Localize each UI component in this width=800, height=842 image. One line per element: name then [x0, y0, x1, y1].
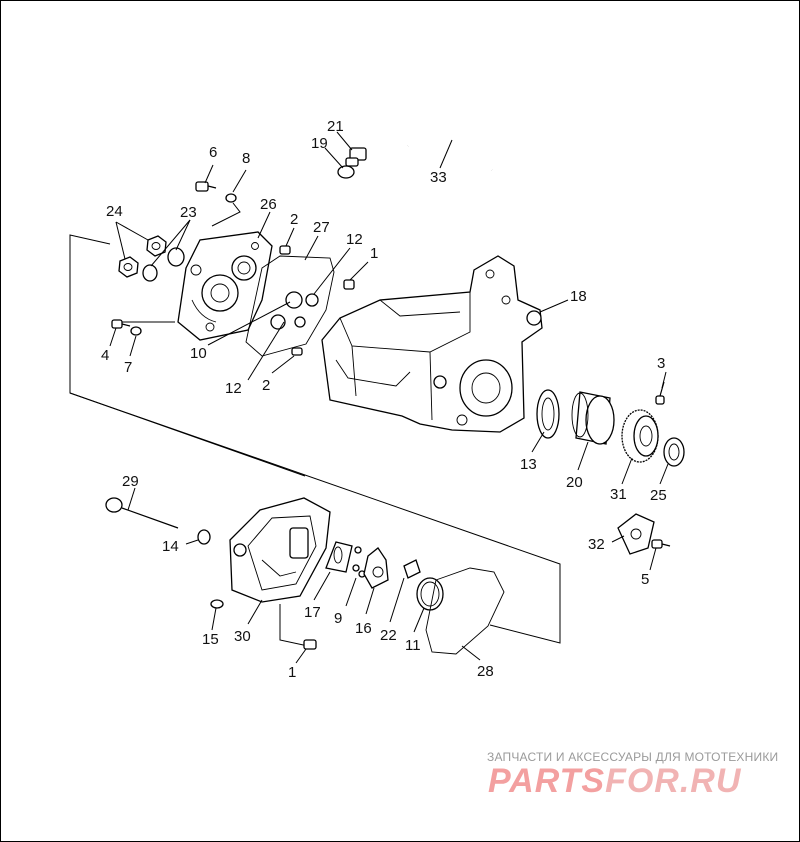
assembly-guide-lines — [69, 234, 561, 644]
callout-6: 6 — [209, 144, 217, 161]
callout-8: 8 — [242, 150, 250, 167]
callout-1-bottom: 1 — [288, 664, 296, 681]
part-dowels-pins — [207, 227, 369, 381]
part-dipstick-rod — [105, 487, 179, 529]
callout-3: 3 — [657, 355, 665, 372]
callout-32: 32 — [588, 536, 605, 553]
part-bearing-stack — [531, 371, 685, 485]
callout-7: 7 — [124, 359, 132, 376]
callout-28: 28 — [477, 663, 494, 680]
callout-12-bottom: 12 — [225, 380, 242, 397]
callout-33: 33 — [430, 169, 447, 186]
part-pin-lower — [295, 639, 317, 664]
part-shifter-assembly — [313, 541, 421, 623]
callout-11: 11 — [405, 637, 421, 654]
callout-19: 19 — [311, 135, 328, 152]
callout-25: 25 — [650, 487, 667, 504]
callout-5: 5 — [641, 571, 649, 588]
callout-15: 15 — [202, 631, 219, 648]
callout-9: 9 — [334, 610, 342, 627]
callout-12-top: 12 — [346, 231, 363, 248]
watermark-caption: ЗАПЧАСТИ И АКСЕССУАРЫ ДЛЯ МОТОТЕХНИКИ — [487, 750, 779, 764]
callout-24: 24 — [106, 203, 123, 220]
part-screw-washer-top — [195, 164, 247, 227]
callout-14: 14 — [162, 538, 179, 555]
callout-20: 20 — [566, 474, 583, 491]
callout-17: 17 — [304, 604, 321, 621]
part-side-cover — [229, 497, 331, 647]
part-nuts-orings — [115, 219, 191, 282]
callout-27: 27 — [313, 219, 330, 236]
part-screw-washer-left — [109, 319, 142, 357]
callout-1-top: 1 — [370, 245, 378, 262]
part-ring-gasket — [413, 567, 505, 661]
watermark-logo-part1: PARTS — [488, 762, 606, 800]
callout-4: 4 — [101, 347, 109, 364]
callout-18: 18 — [570, 288, 587, 305]
callout-10: 10 — [190, 345, 207, 362]
part-transmission-housing — [321, 255, 569, 433]
callout-31: 31 — [610, 486, 627, 503]
part-gasket-27 — [245, 235, 335, 357]
callout-13: 13 — [520, 456, 537, 473]
callout-2-top: 2 — [290, 211, 298, 228]
part-vent-hose — [407, 133, 494, 171]
watermark-logo-part2: FOR.RU — [605, 762, 742, 800]
callout-30: 30 — [234, 628, 251, 645]
part-breather-fitting — [324, 131, 367, 179]
watermark-logo: PARTSFOR.RU — [488, 762, 788, 801]
part-bearing-plate — [177, 211, 273, 341]
callout-2-bottom: 2 — [262, 377, 270, 394]
callout-22: 22 — [380, 627, 397, 644]
callout-labels: 21 19 33 6 8 24 23 26 2 27 12 1 18 10 4 … — [101, 118, 667, 681]
callout-26: 26 — [260, 196, 277, 213]
callout-21: 21 — [327, 118, 344, 135]
callout-16: 16 — [355, 620, 372, 637]
callout-23: 23 — [180, 204, 197, 221]
callout-29: 29 — [122, 473, 139, 490]
part-small-cover-right — [611, 513, 671, 571]
part-oring-washers — [185, 529, 224, 631]
